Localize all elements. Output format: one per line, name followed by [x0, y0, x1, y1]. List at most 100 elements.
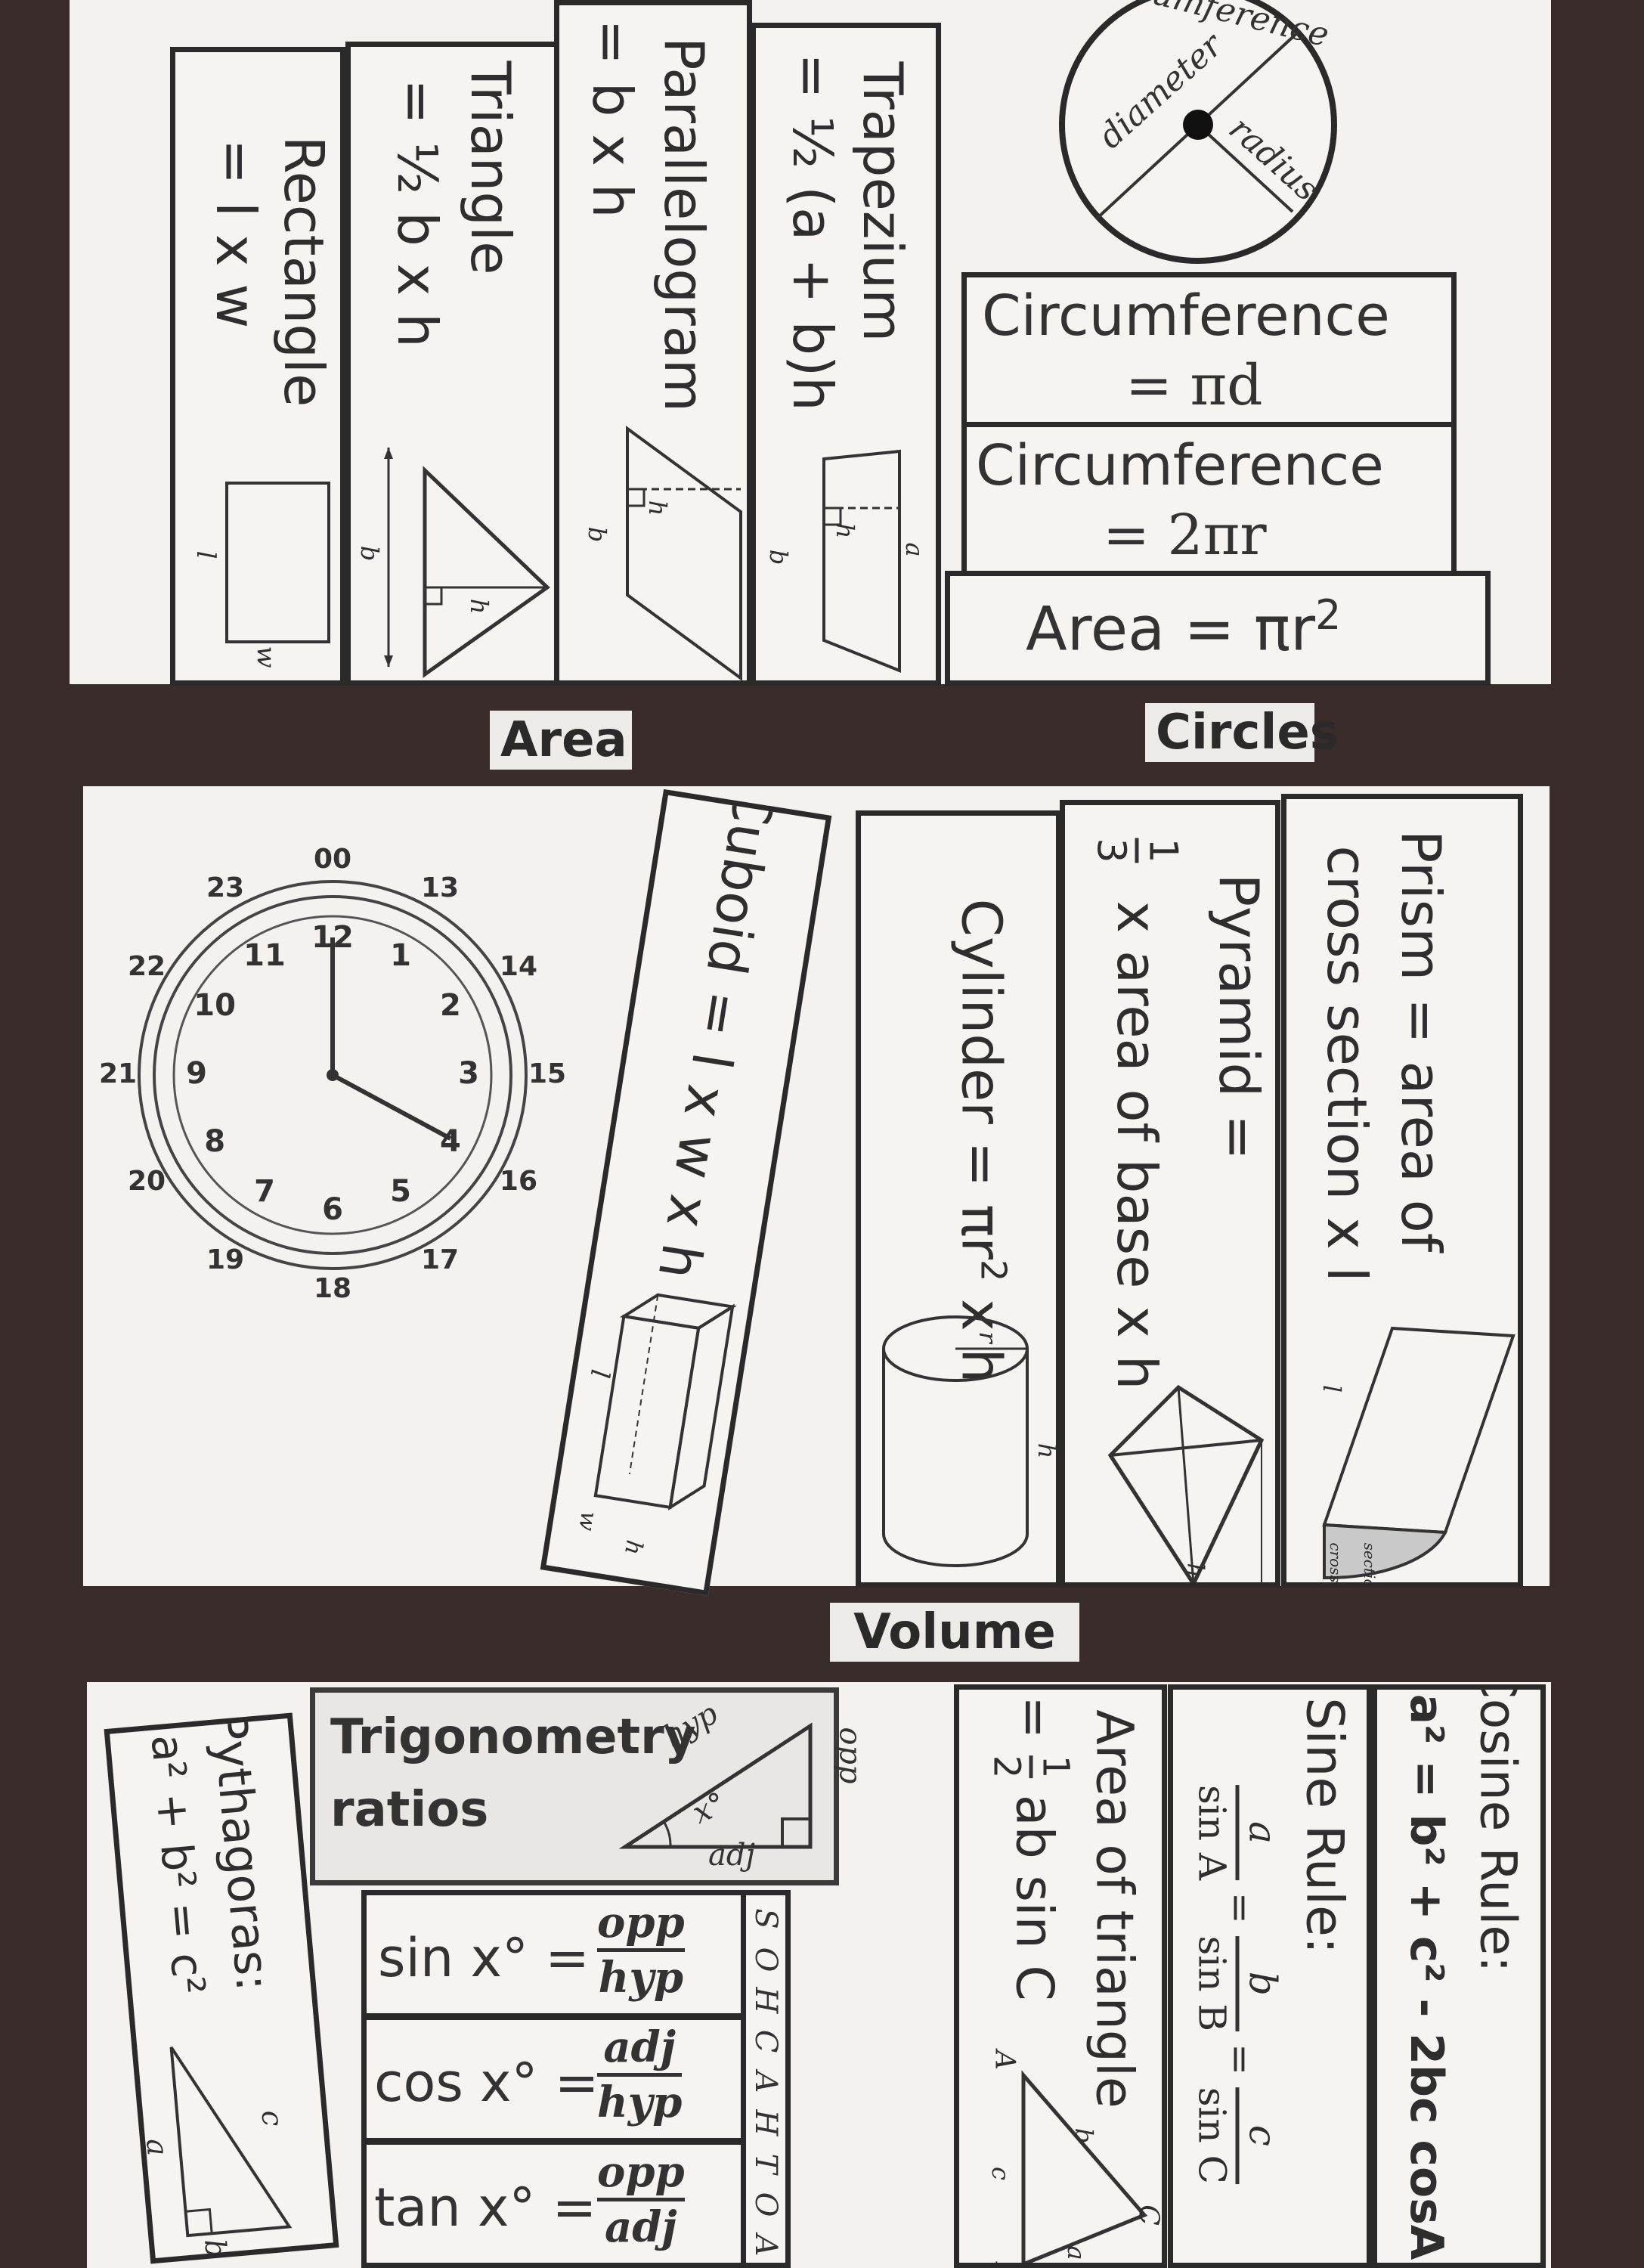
clock-outer-numeral: 21: [99, 1058, 137, 1089]
circle-diagram-icon: [1059, 0, 1337, 264]
triangle-h-label: h: [465, 598, 494, 615]
sine-rule-eq1: =: [1218, 1892, 1262, 1924]
sohcahtoa-letter: C: [748, 2029, 783, 2053]
sine-rule-title: Sine Rule:: [1294, 1697, 1355, 1954]
triangle-area-b: b: [1070, 2127, 1098, 2144]
trig-opp-label: opp: [832, 1727, 868, 1784]
trapezium-h-label: h: [831, 522, 859, 539]
pythagoras-triangle-icon: [169, 2046, 293, 2238]
pyramid-h-label: h: [1181, 1563, 1209, 1578]
circle-area-formula-text: Area = πr: [1026, 593, 1316, 665]
clock-inner-numeral: 4: [440, 1124, 461, 1159]
triangle-area-a: a: [1062, 2245, 1091, 2260]
tan-frac-num: opp: [597, 2147, 685, 2197]
trig-adj-label: adj: [708, 1838, 755, 1873]
clock-inner-numeral: 9: [186, 1056, 207, 1091]
cosine-rule-book: Cosine Rule: a² = b² + c² - 2bc cosA: [1372, 1684, 1546, 2268]
sohcahtoa-letter: H: [748, 2109, 783, 2136]
clock-outer-numeral: 17: [421, 1244, 459, 1275]
clock-inner-numeral: 11: [243, 938, 286, 973]
clock-inner-numeral: 2: [440, 988, 461, 1023]
prism-book: Prism = area of cross section x l l cros…: [1281, 794, 1523, 1588]
pythagoras-c-label: c: [255, 2108, 290, 2128]
cos-frac-den: hyp: [597, 2077, 683, 2127]
pythagoras-b-label: b: [197, 2237, 233, 2260]
pyramid-title: Pyramid =: [1207, 873, 1271, 1160]
triangle-title: Triangle: [459, 60, 522, 275]
cuboid-book: Cuboid = l x w x h l w h: [540, 789, 832, 1597]
clock-outer-numeral: 23: [206, 872, 244, 903]
sin-frac-bar: [597, 1948, 685, 1952]
prism-diagram-icon: [1322, 1326, 1516, 1580]
area-shelf-label: Area: [490, 711, 632, 770]
circumference-r-box: Circumference = 2πr: [961, 422, 1457, 577]
trapezium-diagram-icon: [822, 449, 901, 673]
prism-section-label: section: [1361, 1542, 1379, 1588]
triangle-area-frac-bar: [1029, 1755, 1033, 1779]
circles-shelf-label: Circles: [1145, 703, 1339, 762]
circle-area-formula: Area = πr2: [1026, 591, 1341, 665]
sine-rule-n3: c: [1240, 2124, 1285, 2146]
triangle-area-icon: [1021, 2070, 1148, 2263]
pyramid-frac-den: 3: [1088, 838, 1134, 863]
rectangle-title: Rectangle: [272, 135, 336, 407]
prism-cross-label: cross: [1327, 1542, 1345, 1583]
cuboid-h-label: h: [618, 1538, 648, 1557]
cylinder-formula-text: Cylinder = πr: [949, 898, 1014, 1259]
prism-line2: cross section x l: [1315, 845, 1379, 1282]
trig-ratios-title1: Trigonometry: [330, 1709, 696, 1765]
sin-frac-den: hyp: [598, 1953, 684, 2003]
circumference-r-formula: = 2πr: [1103, 503, 1267, 568]
triangle-area-suffix: ab sin C: [1004, 1794, 1064, 2001]
parallelogram-h-label: h: [643, 500, 672, 516]
triangle-area-B: B: [989, 2262, 1020, 2263]
sine-rule-bar2: [1235, 1935, 1240, 2032]
clock-outer-numeral: 14: [500, 951, 537, 982]
circle-area-exponent: 2: [1315, 591, 1342, 639]
prism-l-label: l: [1317, 1384, 1346, 1393]
clock-outer-numeral: 19: [206, 1244, 244, 1275]
sohcahtoa-letter: S: [748, 1908, 783, 1929]
clock-outer-numeral: 00: [314, 844, 351, 875]
pythagoras-a-label: a: [140, 2137, 175, 2158]
trig-ratios-box: Trigonometry ratios hyp opp adj x°: [310, 1687, 868, 1885]
sine-rule-d1: sin A: [1190, 1785, 1234, 1880]
sohcahtoa-letter: H: [748, 1987, 783, 2014]
rectangle-formula: = l x w: [204, 138, 268, 329]
trapezium-formula: = ½ (a + b)h: [781, 53, 844, 411]
rectangle-diagram-icon: [225, 482, 330, 643]
clock-inner-numeral: 10: [194, 988, 236, 1023]
sohcahtoa-letter: O: [748, 2192, 783, 2217]
clock-inner-numeral: 1: [390, 938, 411, 973]
cos-frac-num: adj: [603, 2022, 676, 2072]
clock-outer-numeral: 22: [128, 951, 166, 982]
pyramid-formula: x area of base x h: [1105, 900, 1169, 1390]
cylinder-r-label: r: [974, 1331, 1002, 1343]
trapezium-book: Trapezium = ½ (a + b)h a b h: [751, 23, 941, 686]
sohcahtoa-letter: A: [748, 2071, 783, 2093]
cylinder-diagram-icon: [882, 1315, 1029, 1567]
clock-outer-numeral: 20: [128, 1166, 166, 1197]
clock-outer-numeral: 16: [500, 1166, 537, 1197]
pythagoras-book: Pythagoras: a² + b² = c² a b c: [104, 1712, 339, 2264]
sine-rule-eq2: =: [1218, 2043, 1262, 2075]
clock-outer-numeral: 15: [528, 1058, 566, 1089]
parallelogram-title: Parallelogram: [652, 37, 716, 412]
tan-ratio-lhs: tan x° =: [374, 2177, 597, 2239]
triangle-diagram-icon: [384, 448, 550, 678]
triangle-area-prefix: =: [1004, 1696, 1064, 1740]
volume-shelf-label: Volume: [830, 1603, 1079, 1662]
sine-rule-d3: sin C: [1190, 2087, 1234, 2184]
triangle-area-book: Area of triangle = 12 ab sin C A B C a b…: [954, 1684, 1167, 2268]
